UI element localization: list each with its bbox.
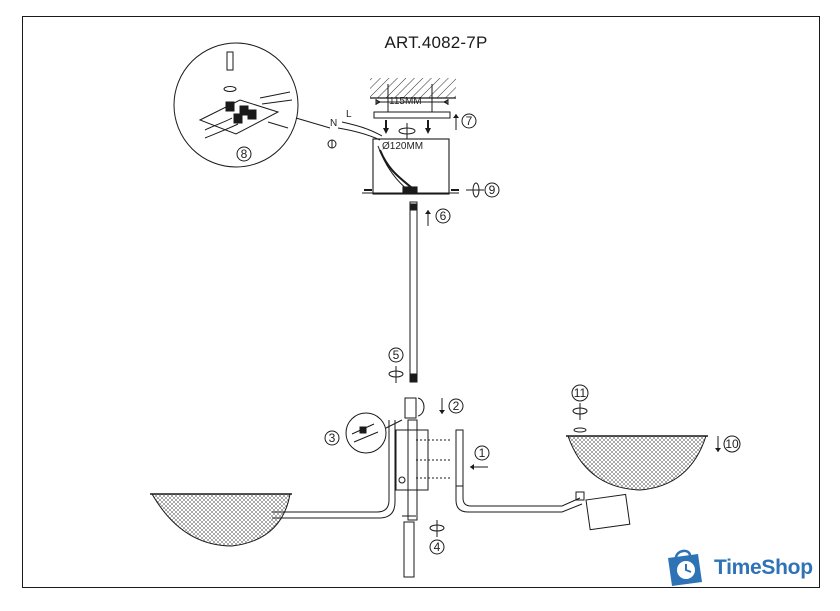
svg-text:2: 2 (453, 399, 460, 413)
svg-text:6: 6 (440, 209, 447, 223)
svg-text:8: 8 (241, 147, 248, 161)
svg-text:10: 10 (725, 437, 739, 451)
step-marker-8: 8 (236, 146, 252, 162)
plate-screws (383, 120, 431, 134)
svg-text:11: 11 (574, 386, 587, 400)
supply-wires (327, 121, 383, 149)
left-shade (150, 493, 292, 547)
right-shade (566, 427, 708, 491)
step-marker-10: 10 (715, 435, 741, 453)
lower-stem (402, 515, 416, 578)
product-title: ART.4082-7P (384, 33, 488, 52)
step-marker-1: 1 (470, 445, 490, 470)
svg-text:4: 4 (434, 540, 441, 554)
svg-text:9: 9 (489, 183, 496, 197)
step-marker-3: 3 (324, 430, 340, 446)
logo-text: TimeShop (714, 556, 813, 579)
step-marker-11: 11 (571, 384, 589, 420)
canopy (362, 138, 459, 195)
canopy-diameter-label: Ø120MM (382, 141, 423, 152)
svg-text:3: 3 (329, 431, 336, 445)
left-arm (272, 420, 396, 519)
step-marker-6: 6 (425, 208, 451, 226)
right-arm (455, 429, 631, 531)
step-marker-2: 2 (439, 398, 464, 414)
socket-detail (345, 412, 403, 454)
plate-width-label: 115MM (389, 96, 422, 107)
center-body (395, 397, 452, 521)
drawing-border (22, 16, 820, 588)
svg-text:5: 5 (393, 348, 400, 362)
rotate-symbol-top (398, 123, 416, 140)
step-marker-9: 9 (466, 182, 500, 198)
step-marker-7: 7 (453, 113, 477, 130)
svg-text:7: 7 (466, 114, 473, 128)
suspension-rod (409, 201, 418, 383)
mounting-plate (373, 84, 451, 119)
wire-n-label: N (330, 118, 337, 129)
svg-text:1: 1 (479, 446, 486, 460)
shopping-bag-clock-icon (668, 549, 702, 586)
wiring-detail (173, 42, 331, 168)
canopy-side-screws (364, 189, 459, 191)
step-marker-5: 5 (388, 347, 404, 383)
ceiling (370, 78, 456, 99)
wire-l-label: L (346, 109, 352, 120)
step-marker-4: 4 (429, 520, 445, 555)
timeshop-logo: TimeShop (662, 548, 813, 588)
